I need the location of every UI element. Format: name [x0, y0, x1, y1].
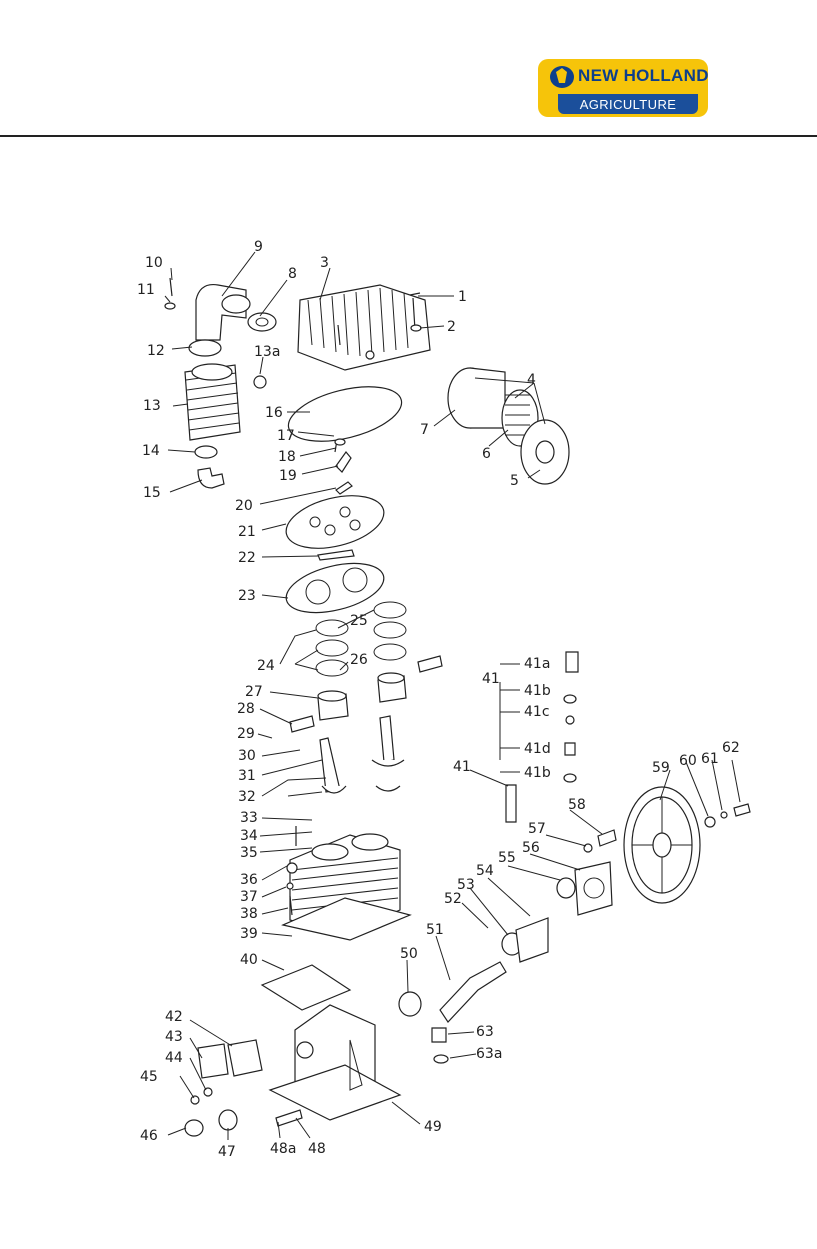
- callout-30: 30: [238, 748, 256, 764]
- air-filter: [448, 368, 569, 484]
- callout-13a: 13a: [254, 344, 280, 360]
- callout-31: 31: [238, 768, 256, 784]
- callout-63: 63: [476, 1024, 494, 1040]
- callout-32: 32: [238, 789, 256, 805]
- callout-41b: 41b: [524, 683, 551, 699]
- callout-3: 3: [320, 255, 329, 271]
- valve-reed: [318, 550, 354, 560]
- callout-41b-2: 41b: [524, 765, 551, 781]
- side-cover-gasket: [228, 1040, 262, 1076]
- callout-11: 11: [137, 282, 155, 298]
- drain-plug: [185, 1120, 203, 1136]
- callout-36: 36: [240, 872, 258, 888]
- callout-29: 29: [237, 726, 255, 742]
- callout-49: 49: [424, 1119, 442, 1135]
- callout-7: 7: [420, 422, 429, 438]
- crankcase-vent: [276, 1110, 302, 1126]
- callout-43: 43: [165, 1029, 183, 1045]
- callout-24: 24: [257, 658, 275, 674]
- callout-20: 20: [235, 498, 253, 514]
- side-cover: [198, 1044, 228, 1078]
- head-gasket: [283, 377, 407, 452]
- callout-27: 27: [245, 684, 263, 700]
- callout-41: 41: [453, 759, 471, 775]
- callout-62: 62: [722, 740, 740, 756]
- cylinder-block: [283, 834, 410, 940]
- callout-40: 40: [240, 952, 258, 968]
- callout-45: 45: [140, 1069, 158, 1085]
- cooler-stack: [185, 364, 266, 488]
- callout-55: 55: [498, 850, 516, 866]
- crankcase: [270, 1005, 400, 1120]
- callout-16: 16: [265, 405, 283, 421]
- callout-42: 42: [165, 1009, 183, 1025]
- callout-37: 37: [240, 889, 258, 905]
- callout-28: 28: [237, 701, 255, 717]
- callout-5: 5: [510, 473, 519, 489]
- callout-41-group: 41: [482, 671, 500, 687]
- connecting-rods: [320, 716, 404, 793]
- callout-19: 19: [279, 468, 297, 484]
- callout-22: 22: [238, 550, 256, 566]
- callout-38: 38: [240, 906, 258, 922]
- callout-10: 10: [145, 255, 163, 271]
- callout-61: 61: [701, 751, 719, 767]
- callout-54: 54: [476, 863, 494, 879]
- callout-15: 15: [143, 485, 161, 501]
- callout-56: 56: [522, 840, 540, 856]
- callout-48: 48: [308, 1141, 326, 1157]
- callout-35: 35: [240, 845, 258, 861]
- callout-25: 25: [350, 613, 368, 629]
- callout-41a: 41a: [524, 656, 550, 672]
- callout-41d: 41d: [524, 741, 551, 757]
- crankshaft: [399, 918, 548, 1022]
- callout-1: 1: [458, 289, 467, 305]
- callout-34: 34: [240, 828, 258, 844]
- callout-39: 39: [240, 926, 258, 942]
- valve-plate: [281, 487, 390, 558]
- callout-59: 59: [652, 760, 670, 776]
- callout-2: 2: [447, 319, 456, 335]
- callout-53: 53: [457, 877, 475, 893]
- sight-glass: [219, 1110, 237, 1130]
- callout-60: 60: [679, 753, 697, 769]
- oil-fill-cap: [432, 1028, 446, 1042]
- callout-33: 33: [240, 810, 258, 826]
- callout-63a: 63a: [476, 1046, 502, 1062]
- cylinder-head: [298, 285, 430, 370]
- cylinder-gasket: [281, 555, 389, 622]
- callout-46: 46: [140, 1128, 158, 1144]
- bearing-cover: [557, 862, 612, 915]
- callout-14: 14: [142, 443, 160, 459]
- callout-51: 51: [426, 922, 444, 938]
- flywheel-pulley: [624, 787, 750, 903]
- callout-48a: 48a: [270, 1141, 296, 1157]
- callout-57: 57: [528, 821, 546, 837]
- callout-26: 26: [350, 652, 368, 668]
- callout-21: 21: [238, 524, 256, 540]
- callout-58: 58: [568, 797, 586, 813]
- callout-17: 17: [277, 428, 295, 444]
- callout-52: 52: [444, 891, 462, 907]
- callout-13: 13: [143, 398, 161, 414]
- callout-47: 47: [218, 1144, 236, 1160]
- callout-4: 4: [527, 372, 536, 388]
- callout-8: 8: [288, 266, 297, 282]
- callout-50: 50: [400, 946, 418, 962]
- callout-18: 18: [278, 449, 296, 465]
- callout-41c: 41c: [524, 704, 550, 720]
- callout-6: 6: [482, 446, 491, 462]
- callout-12: 12: [147, 343, 165, 359]
- callout-23: 23: [238, 588, 256, 604]
- callout-9: 9: [254, 239, 263, 255]
- callout-44: 44: [165, 1050, 183, 1066]
- base-gasket: [262, 965, 350, 1010]
